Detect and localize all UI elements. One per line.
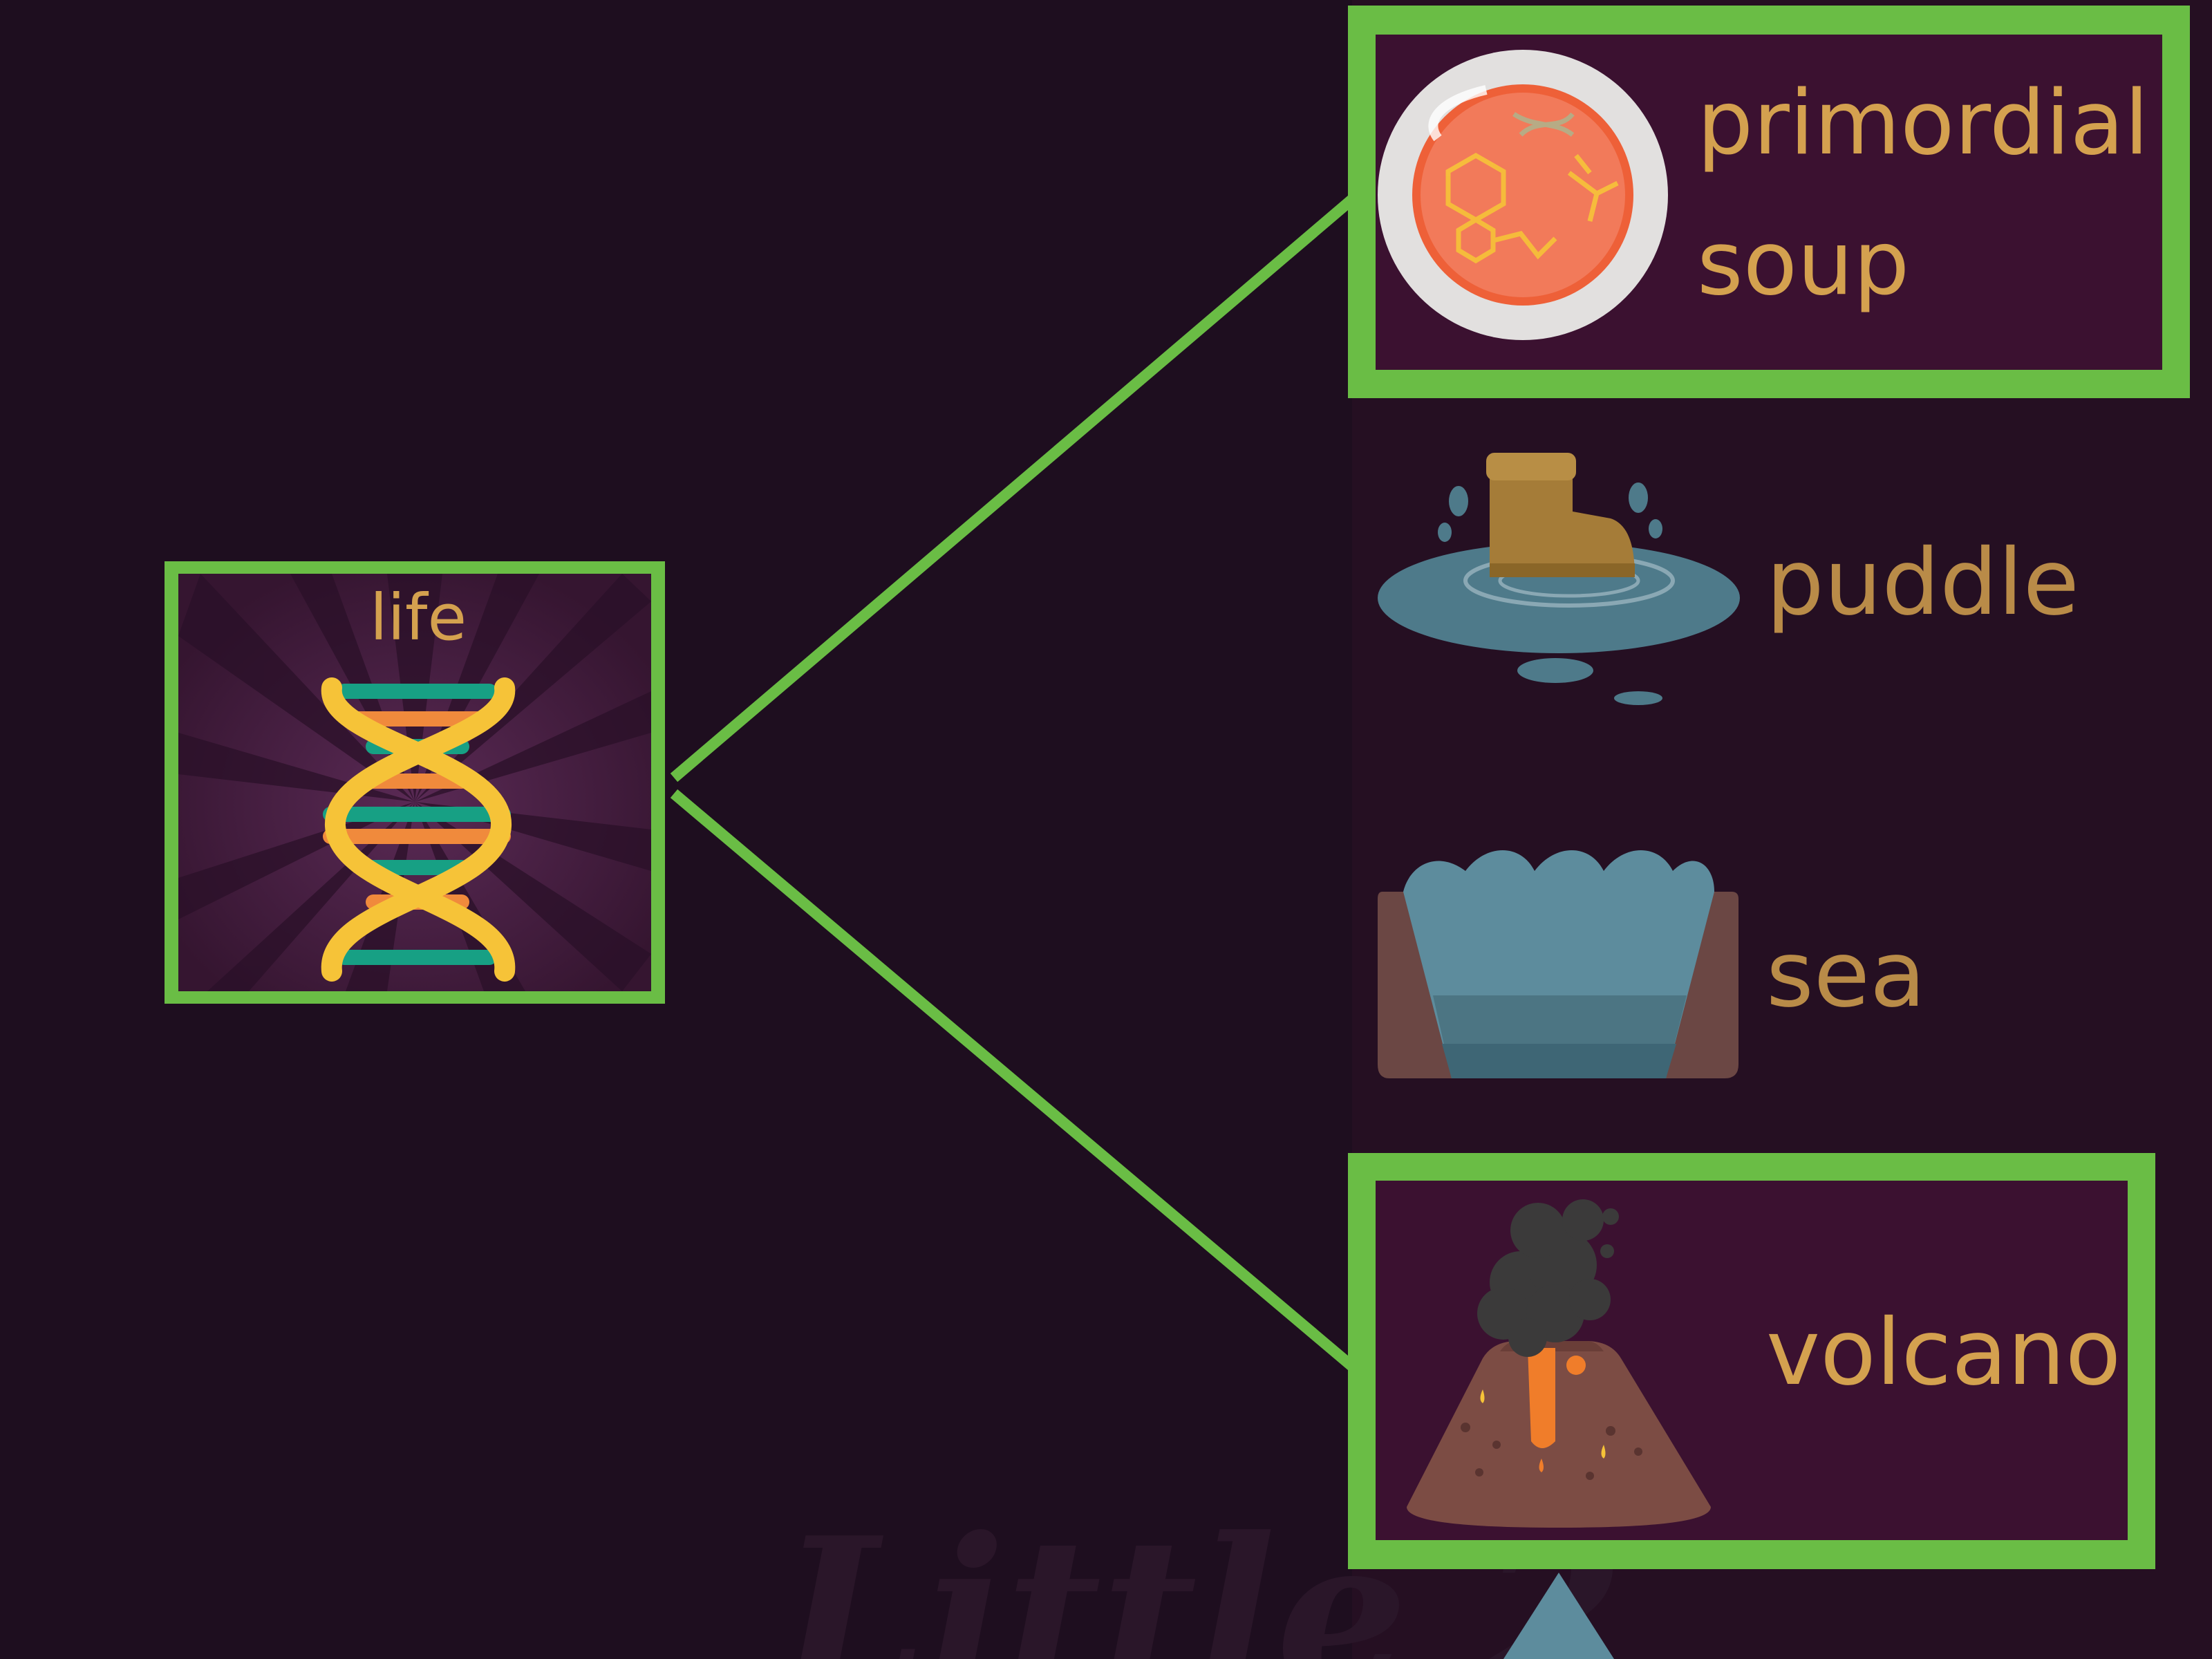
connector-to-primordial-soup <box>670 192 1359 782</box>
sidebar-item-primordial-soup[interactable]: primordial soup <box>1348 6 2190 398</box>
sea-waves-icon <box>1378 850 1738 1078</box>
puddle-boot-icon <box>1378 453 1740 705</box>
sidebar-item-partial[interactable] <box>1503 1573 1614 1659</box>
sidebar-item-label-line2: soup <box>1697 212 1909 315</box>
sidebar-item-sea[interactable]: sea <box>1378 850 1926 1078</box>
volcano-icon <box>1407 1199 1711 1528</box>
sidebar-item-label: sea <box>1766 921 1926 1028</box>
sidebar-item-puddle[interactable]: puddle <box>1378 453 2079 705</box>
petri-dish-icon <box>1378 50 1668 340</box>
life-element[interactable]: life <box>165 561 665 1004</box>
sidebar-item-volcano[interactable]: volcano <box>1348 1153 2155 1569</box>
combination-connectors <box>670 192 1359 1374</box>
sidebar-item-label: puddle <box>1766 529 2079 636</box>
sidebar-item-label-line1: primordial <box>1697 72 2149 175</box>
dna-icon <box>321 677 516 982</box>
sidebar-item-label: volcano <box>1766 1300 2121 1406</box>
connector-to-volcano <box>670 789 1359 1374</box>
water-drop-icon <box>1503 1573 1614 1659</box>
life-label: life <box>370 581 467 655</box>
